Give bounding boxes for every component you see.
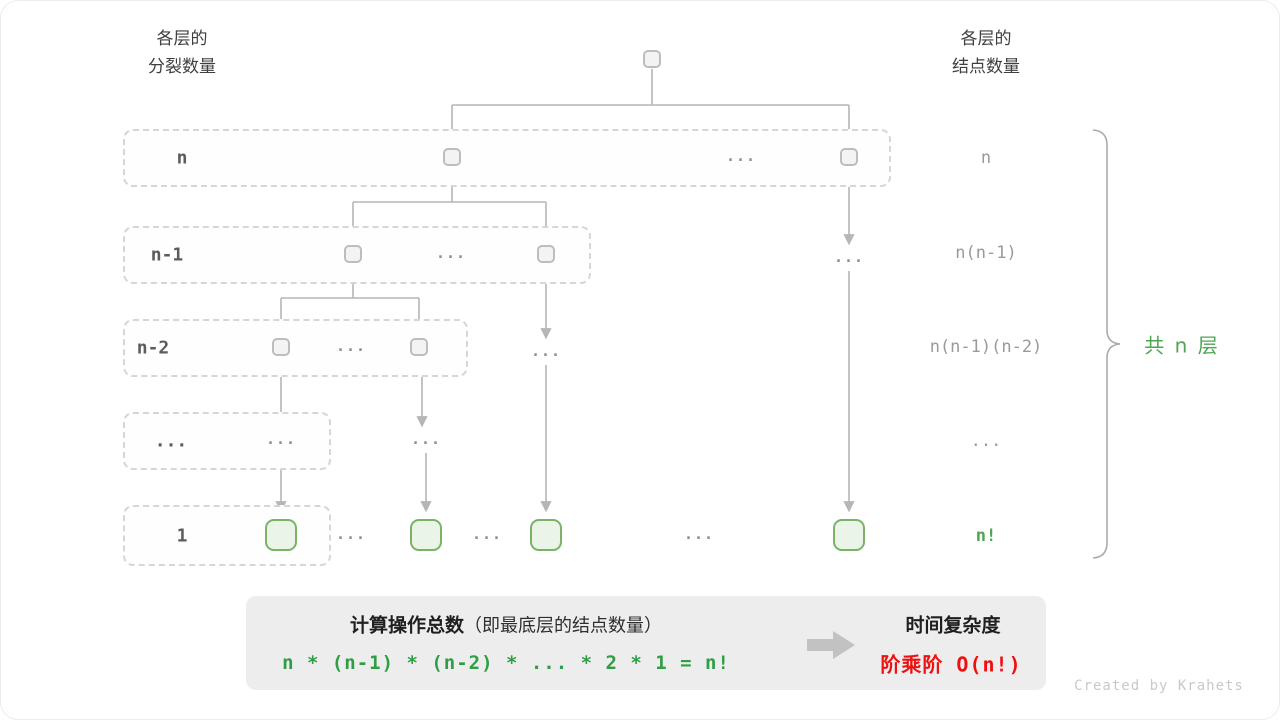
count-label-nn1: n(n-1) (955, 243, 1017, 263)
ellipsis: ... (530, 341, 562, 360)
summary-title-line: 计算操作总数（即最底层的结点数量） (350, 611, 662, 638)
counts-column-header: 各层的 结点数量 (952, 25, 1020, 81)
tree-node (840, 148, 858, 166)
ellipsis: ... (265, 429, 297, 448)
level-box-1 (123, 129, 891, 187)
watermark: Created by Krahets (1074, 678, 1244, 694)
count-label-n: n (980, 148, 992, 168)
tree-node (344, 245, 362, 263)
split-label-n-1: n-1 (150, 244, 184, 266)
ellipsis: ... (335, 336, 367, 355)
tree-node (537, 245, 555, 263)
split-label-ellipsis: ... (154, 430, 188, 452)
count-label-factorial: n! (975, 526, 997, 546)
split-label-n: n (176, 147, 188, 169)
splits-column-header: 各层的 分裂数量 (148, 25, 216, 81)
splits-header-line1: 各层的 (156, 29, 208, 49)
leaf-node-green (410, 519, 442, 551)
tree-root-node (643, 50, 661, 68)
tree-node (272, 338, 290, 356)
ellipsis: ... (471, 524, 503, 543)
summary-panel: 计算操作总数（即最底层的结点数量） n * (n-1) * (n-2) * ..… (246, 596, 1046, 690)
leaf-node-green (265, 519, 297, 551)
split-label-n-2: n-2 (136, 337, 170, 359)
tree-node (410, 338, 428, 356)
summary-title: 计算操作总数 (349, 614, 465, 637)
tree-node (443, 148, 461, 166)
result-title: 时间复杂度 (905, 614, 1001, 637)
leaf-node-green (833, 519, 865, 551)
summary-formula: n * (n-1) * (n-2) * ... * 2 * 1 = n! (282, 652, 730, 674)
layers-brace (1092, 129, 1121, 559)
level-box-5 (123, 505, 331, 566)
total-layers-label: 共 n 层 (1144, 333, 1220, 358)
result-value: 阶乘阶 O(n!) (880, 652, 1022, 677)
level-box-4 (123, 412, 331, 470)
ellipsis: ... (435, 243, 467, 262)
ellipsis: ... (335, 524, 367, 543)
splits-header-line2: 分裂数量 (148, 57, 216, 77)
summary-note: （即最底层的结点数量） (464, 615, 663, 637)
count-label-nn1n2: n(n-1)(n-2) (929, 337, 1043, 357)
leaf-node-green (530, 519, 562, 551)
split-label-1: 1 (176, 525, 188, 547)
ellipsis: ... (410, 429, 442, 448)
level-box-2 (123, 226, 591, 284)
counts-header-line1: 各层的 (960, 29, 1012, 49)
ellipsis: ... (683, 524, 715, 543)
level-box-3 (123, 319, 468, 377)
ellipsis: ... (725, 146, 757, 165)
ellipsis: ... (833, 247, 865, 266)
counts-header-line2: 结点数量 (952, 57, 1020, 77)
count-label-ellipsis: ... (970, 431, 1002, 451)
